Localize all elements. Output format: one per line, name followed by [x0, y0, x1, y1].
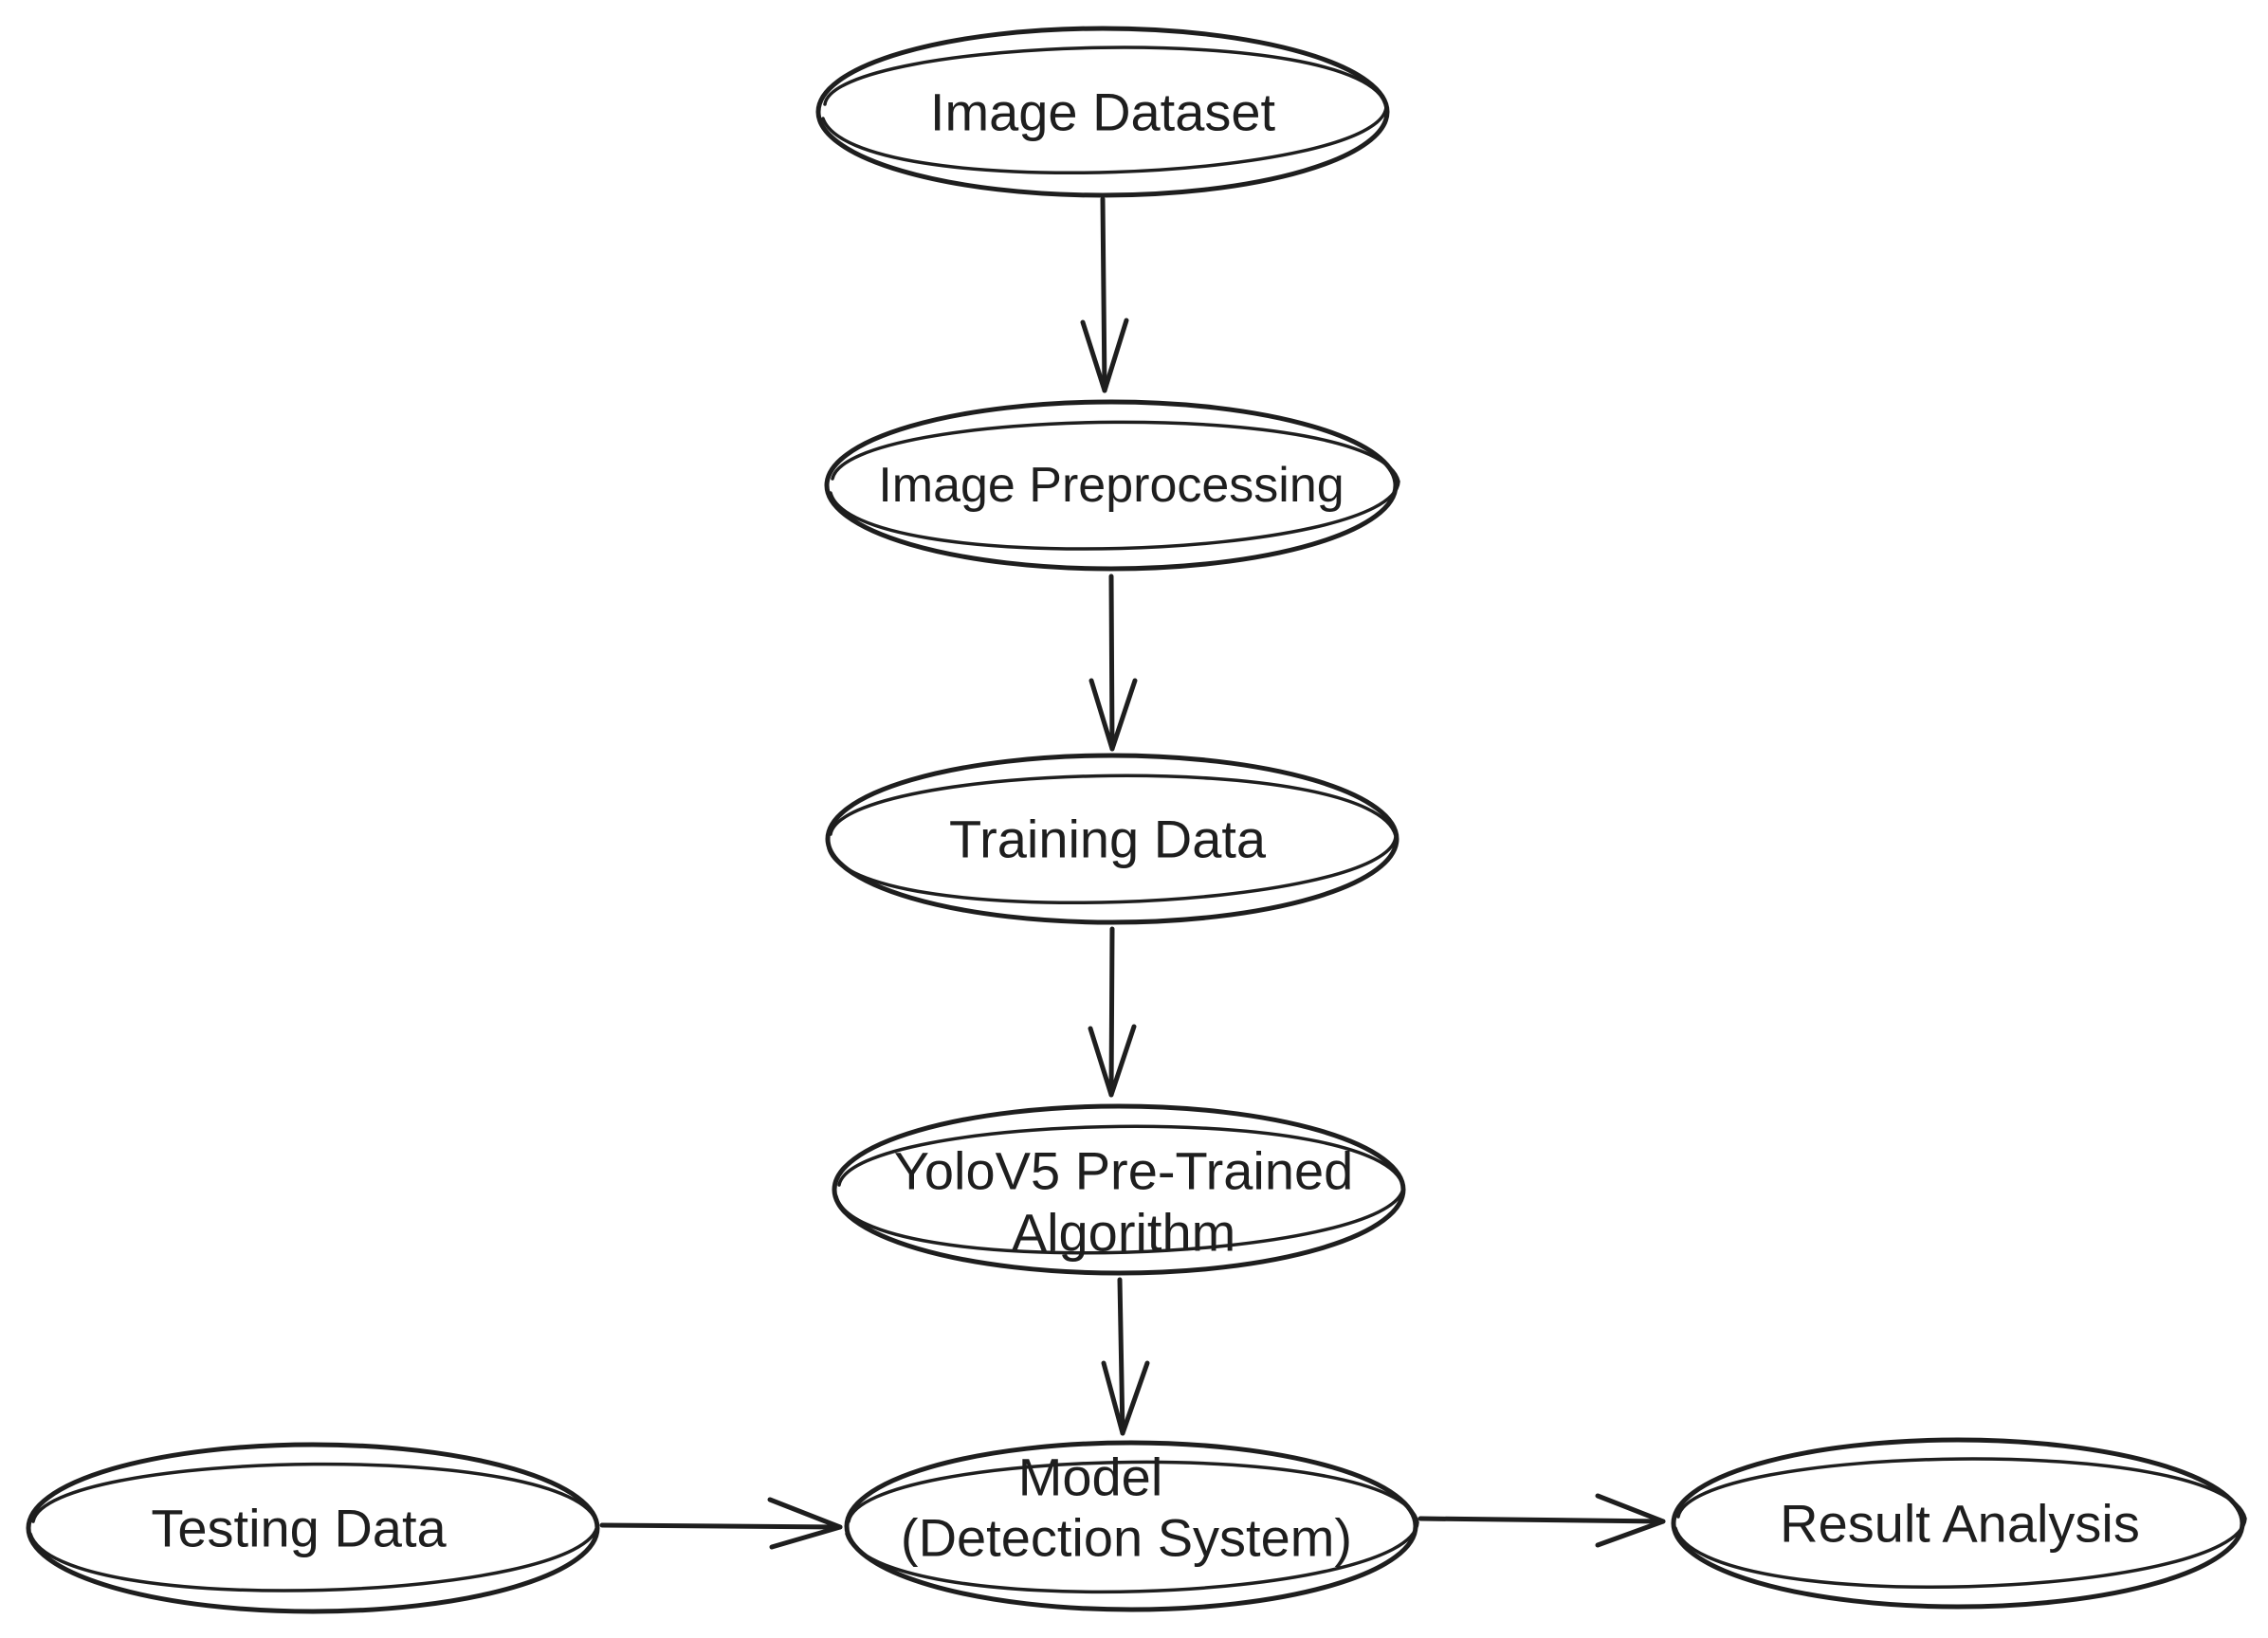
node-model-detection-system[interactable]: Model (Detection System) [844, 1440, 1419, 1612]
node-yolov5-pretrained-algorithm[interactable]: YoloV5 Pre-Trained Algorithm [832, 1103, 1406, 1276]
edge-model-to-result-analysis [1418, 1493, 1666, 1548]
node-testing-data[interactable]: Testing Data [26, 1442, 600, 1614]
edge-training-data-to-yolov5 [1088, 926, 1137, 1098]
node-training-data-label: Training Data [949, 810, 1267, 869]
node-model-label-line2: (Detection System) [901, 1508, 1352, 1568]
edge-image-dataset-to-preprocessing [1080, 196, 1129, 393]
node-yolov5-label-line1: YoloV5 Pre-Trained [894, 1141, 1354, 1201]
node-result-analysis-label: Result Analysis [1780, 1494, 2140, 1554]
node-image-dataset[interactable]: Image Dataset [815, 26, 1390, 198]
node-result-analysis[interactable]: Result Analysis [1671, 1437, 2247, 1610]
edge-testing-data-to-model [599, 1497, 843, 1550]
node-image-preprocessing-label: Image Preprocessing [878, 458, 1344, 513]
node-model-label-line1: Model [1018, 1447, 1163, 1507]
node-testing-data-label: Testing Data [151, 1499, 447, 1558]
node-yolov5-label-line2: Algorithm [1012, 1203, 1236, 1263]
node-training-data[interactable]: Training Data [825, 753, 1399, 925]
edge-yolov5-to-model [1101, 1277, 1150, 1436]
node-image-preprocessing[interactable]: Image Preprocessing [824, 399, 1400, 572]
node-image-dataset-label: Image Dataset [930, 82, 1276, 142]
edge-preprocessing-to-training-data [1088, 573, 1138, 752]
